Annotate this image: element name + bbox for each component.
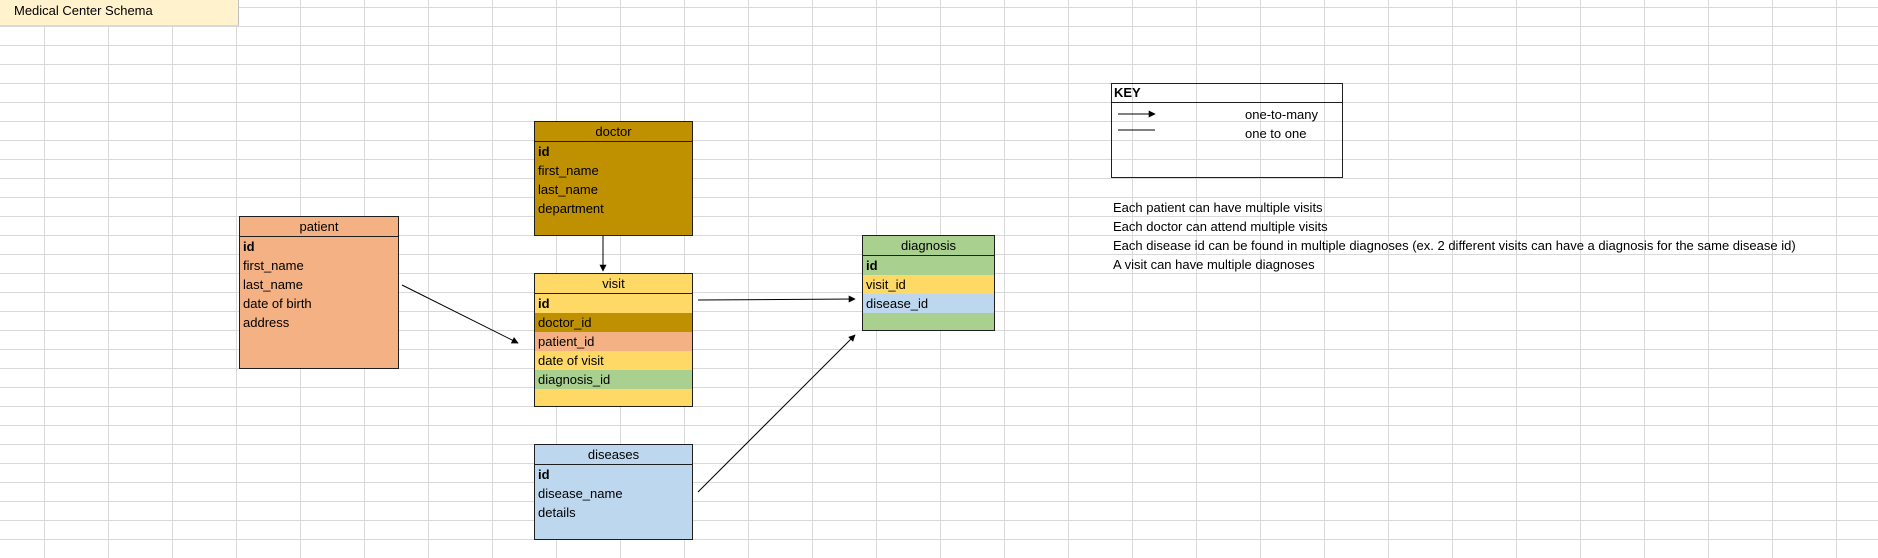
legend-key: KEY one-to-many one to one xyxy=(1111,83,1343,178)
entity-visit-header: visit xyxy=(535,274,692,294)
patient-field-id: id xyxy=(243,239,255,254)
patient-to-visit-arrow xyxy=(401,284,519,344)
doctor-field-department: department xyxy=(538,201,604,216)
relationship-notes: Each patient can have multiple visits Ea… xyxy=(1113,198,1796,274)
patient-field-date-of-birth: date of birth xyxy=(243,296,312,311)
entity-visit[interactable]: visit id doctor_id patient_id date of vi… xyxy=(534,273,693,407)
diseases-field-id: id xyxy=(538,467,550,482)
diseases-field-details: details xyxy=(538,505,576,520)
visit-to-diagnosis-arrow xyxy=(697,295,856,303)
entity-doctor[interactable]: doctor id first_name last_name departmen… xyxy=(534,121,693,236)
diseases-to-diagnosis-arrow xyxy=(697,334,856,493)
sheet-title[interactable]: Medical Center Schema xyxy=(0,0,239,26)
visit-field-date-of-visit: date of visit xyxy=(538,353,604,368)
note-disease-diagnoses: Each disease id can be found in multiple… xyxy=(1113,238,1796,253)
visit-field-doctor-id: doctor_id xyxy=(535,313,692,332)
doctor-field-first-name: first_name xyxy=(538,163,599,178)
visit-field-patient-id: patient_id xyxy=(535,332,692,351)
entity-diagnosis[interactable]: diagnosis id visit_id disease_id xyxy=(862,235,995,331)
entity-patient-header: patient xyxy=(240,217,398,237)
entity-patient[interactable]: patient id first_name last_name date of … xyxy=(239,216,399,369)
patient-field-last-name: last_name xyxy=(243,277,303,292)
doctor-field-id: id xyxy=(538,144,550,159)
diagnosis-field-id: id xyxy=(866,258,878,273)
entity-diseases-header: diseases xyxy=(535,445,692,465)
visit-field-id: id xyxy=(538,296,550,311)
legend-one-to-one-label: one to one xyxy=(1245,126,1307,141)
visit-field-diagnosis-id: diagnosis_id xyxy=(535,370,692,389)
note-doctor-visits: Each doctor can attend multiple visits xyxy=(1113,219,1328,234)
entity-diseases[interactable]: diseases id disease_name details xyxy=(534,444,693,540)
diagnosis-field-disease-id: disease_id xyxy=(863,294,994,313)
patient-field-first-name: first_name xyxy=(243,258,304,273)
entity-diagnosis-header: diagnosis xyxy=(863,236,994,256)
diagnosis-field-visit-id: visit_id xyxy=(863,275,994,294)
patient-field-address: address xyxy=(243,315,290,330)
legend-one-to-many-label: one-to-many xyxy=(1245,107,1318,122)
diseases-field-disease-name: disease_name xyxy=(538,486,623,501)
doctor-field-last-name: last_name xyxy=(538,182,598,197)
note-patient-visits: Each patient can have multiple visits xyxy=(1113,200,1323,215)
legend-title: KEY xyxy=(1112,84,1342,103)
note-visit-diagnoses: A visit can have multiple diagnoses xyxy=(1113,257,1315,272)
entity-doctor-header: doctor xyxy=(535,122,692,142)
